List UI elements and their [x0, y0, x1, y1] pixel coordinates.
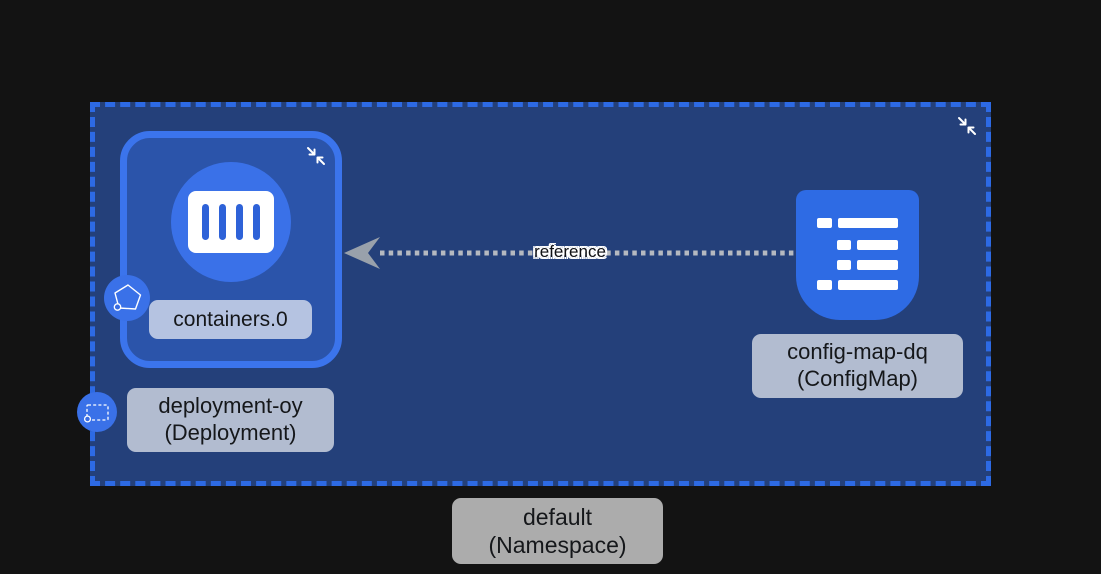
configmap-node[interactable] — [796, 190, 919, 320]
pod-badge[interactable] — [104, 275, 150, 321]
container-label-text: containers.0 — [173, 307, 288, 331]
deployment-name: deployment-oy — [158, 393, 303, 419]
configmap-list-icon — [796, 190, 919, 320]
deployment-badge[interactable] — [77, 392, 117, 432]
pod-pentagon-icon — [113, 284, 142, 311]
collapse-arrows-icon — [958, 117, 976, 135]
configmap-name: config-map-dq — [787, 339, 928, 365]
arrowhead-left-icon — [344, 237, 380, 269]
deployment-label[interactable]: deployment-oy (Deployment) — [127, 388, 334, 452]
namespace-label[interactable]: default (Namespace) — [452, 498, 663, 564]
reference-edge[interactable] — [340, 231, 798, 275]
deployment-kind: (Deployment) — [164, 420, 297, 445]
configmap-kind: (ConfigMap) — [796, 366, 919, 391]
edge-label: reference — [534, 242, 606, 261]
collapse-icon[interactable] — [955, 114, 979, 138]
collapse-arrows-icon — [307, 147, 325, 165]
container-label[interactable]: containers.0 — [149, 300, 312, 339]
deployment-dashed-rect-icon — [83, 404, 109, 423]
container-node[interactable] — [171, 162, 291, 282]
container-icon — [188, 191, 274, 253]
configmap-label[interactable]: config-map-dq (ConfigMap) — [752, 334, 963, 398]
collapse-icon[interactable] — [304, 144, 328, 168]
namespace-kind: (Namespace) — [488, 532, 627, 558]
namespace-name: default — [522, 503, 593, 530]
